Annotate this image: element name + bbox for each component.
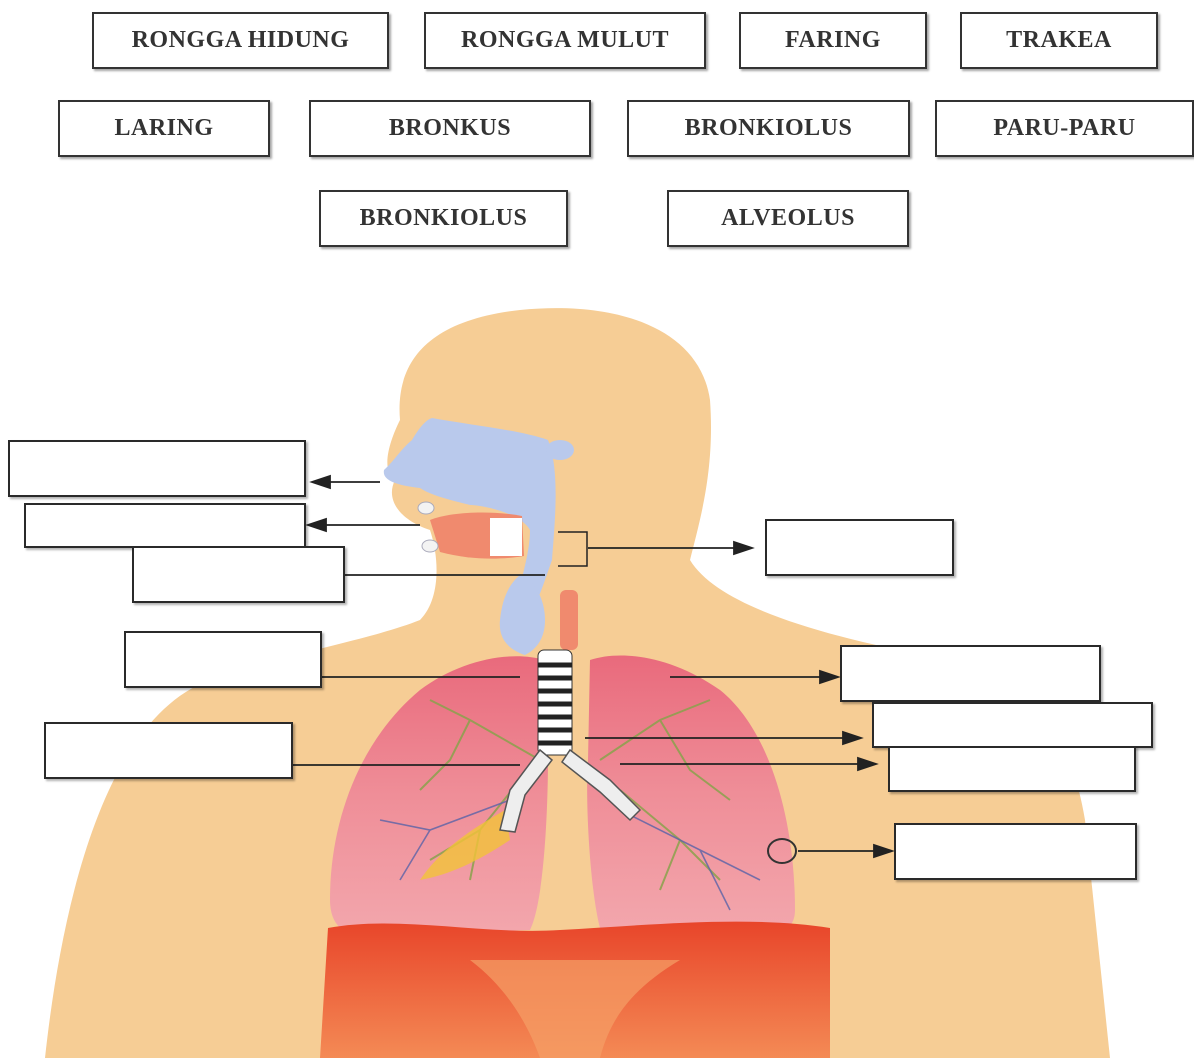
answer-box-bronchiole-right[interactable]: [888, 746, 1136, 792]
teeth-lower: [422, 540, 438, 552]
answer-box-trachea[interactable]: [124, 631, 322, 688]
word-card-bronkus[interactable]: BRONKUS: [309, 100, 591, 157]
trachea-shape: [538, 650, 572, 755]
word-card-bronkiolus-2[interactable]: BRONKIOLUS: [319, 190, 568, 247]
answer-box-larynx[interactable]: [132, 546, 345, 603]
tongue-gap: [490, 518, 522, 556]
word-card-bronkiolus[interactable]: BRONKIOLUS: [627, 100, 910, 157]
word-card-faring[interactable]: FARING: [739, 12, 927, 69]
answer-box-bronchiole-left[interactable]: [44, 722, 293, 779]
teeth-upper: [418, 502, 434, 514]
word-card-paru-paru[interactable]: PARU-PARU: [935, 100, 1194, 157]
answer-box-pharynx[interactable]: [765, 519, 954, 576]
answer-box-bronchus[interactable]: [872, 702, 1153, 748]
word-card-laring[interactable]: LARING: [58, 100, 270, 157]
answer-box-nasal-cavity[interactable]: [8, 440, 306, 497]
word-card-rongga-hidung[interactable]: RONGGA HIDUNG: [92, 12, 389, 69]
pharynx-top: [546, 440, 574, 460]
word-card-trakea[interactable]: TRAKEA: [960, 12, 1158, 69]
esophagus: [560, 590, 578, 650]
answer-box-alveolus[interactable]: [894, 823, 1137, 880]
answer-box-oral-cavity[interactable]: [24, 503, 306, 548]
word-card-alveolus[interactable]: ALVEOLUS: [667, 190, 909, 247]
answer-box-lungs[interactable]: [840, 645, 1101, 702]
word-card-rongga-mulut[interactable]: RONGGA MULUT: [424, 12, 706, 69]
